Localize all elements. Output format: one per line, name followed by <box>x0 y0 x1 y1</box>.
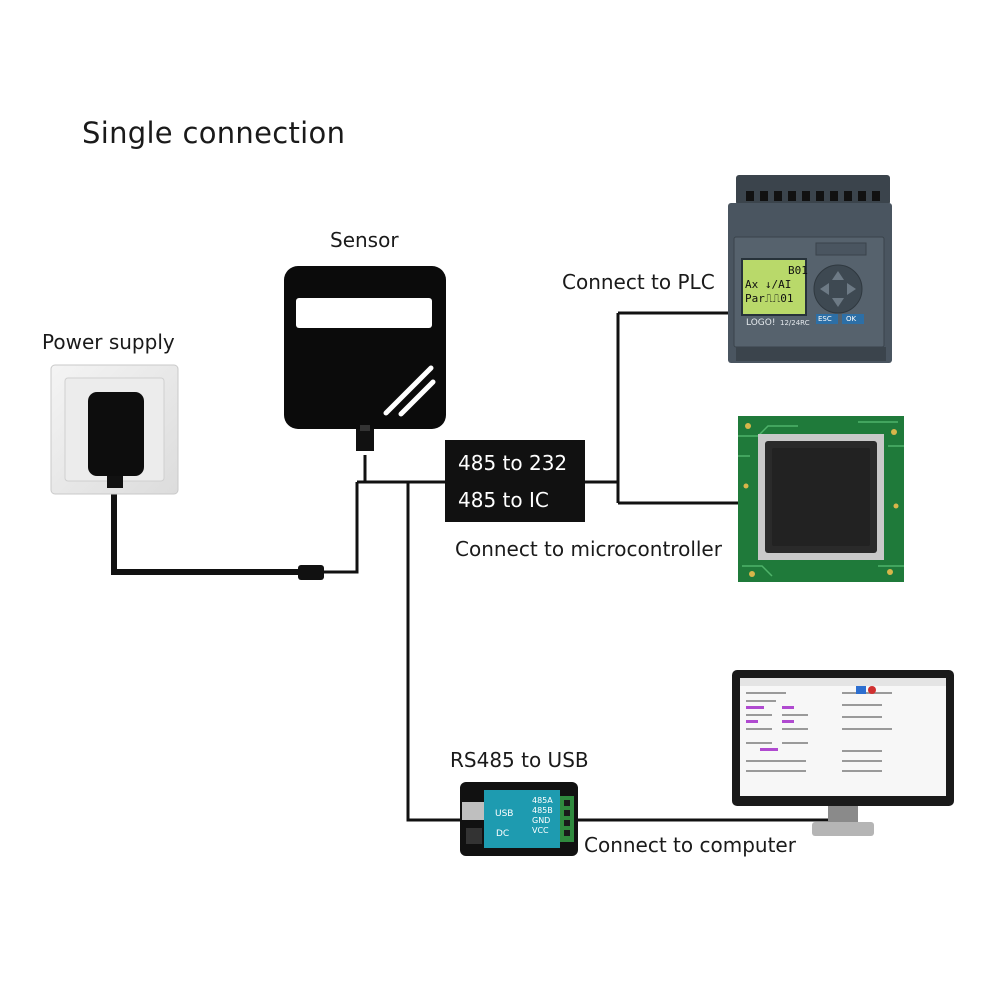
page-title: Single connection <box>82 116 346 150</box>
plc-device-icon <box>728 175 892 363</box>
converter-line-2: 485 to IC <box>458 488 549 512</box>
terminal-pin-labels: 485A 485B GND VCC <box>532 796 553 836</box>
sensor-label: Sensor <box>330 228 399 252</box>
power-socket-icon <box>50 364 179 495</box>
power-cord <box>111 488 300 575</box>
plc-screen-line-3: Par⎍⎍01 <box>745 292 794 305</box>
dc-port-label: DC <box>496 829 510 839</box>
usb-branch-wire <box>406 482 462 822</box>
sensor-icon <box>284 266 446 451</box>
plc-screen-line-1: B01 <box>788 264 808 277</box>
cord-connector <box>298 565 324 580</box>
computer-label: Connect to computer <box>584 833 796 857</box>
microcontroller-label: Connect to microcontroller <box>455 537 722 561</box>
power-supply-label: Power supply <box>42 330 175 354</box>
pin-gnd: GND <box>532 816 551 825</box>
plc-brand: LOGO! <box>746 318 776 328</box>
computer-monitor-icon <box>732 670 954 836</box>
plc-label: Connect to PLC <box>562 270 715 294</box>
microcontroller-chip-icon <box>738 416 904 582</box>
plc-esc-button: ESC <box>818 315 832 323</box>
rs485-usb-module-icon <box>460 782 578 856</box>
protocol-converter-box: 485 to 232 485 to IC <box>445 440 585 522</box>
pin-485b: 485B <box>532 806 553 815</box>
power-to-bus-wire <box>322 482 359 574</box>
usb-port-label: USB <box>495 809 514 819</box>
plc-screen-line-2: Ax ↓/AI <box>745 278 792 291</box>
plc-ok-button: OK <box>846 315 857 323</box>
pin-485a: 485A <box>532 796 553 805</box>
converter-line-1: 485 to 232 <box>458 451 568 475</box>
rs485-usb-label: RS485 to USB <box>450 748 589 772</box>
pin-vcc: VCC <box>532 826 549 835</box>
plc-model: 12/24RC <box>780 319 810 327</box>
